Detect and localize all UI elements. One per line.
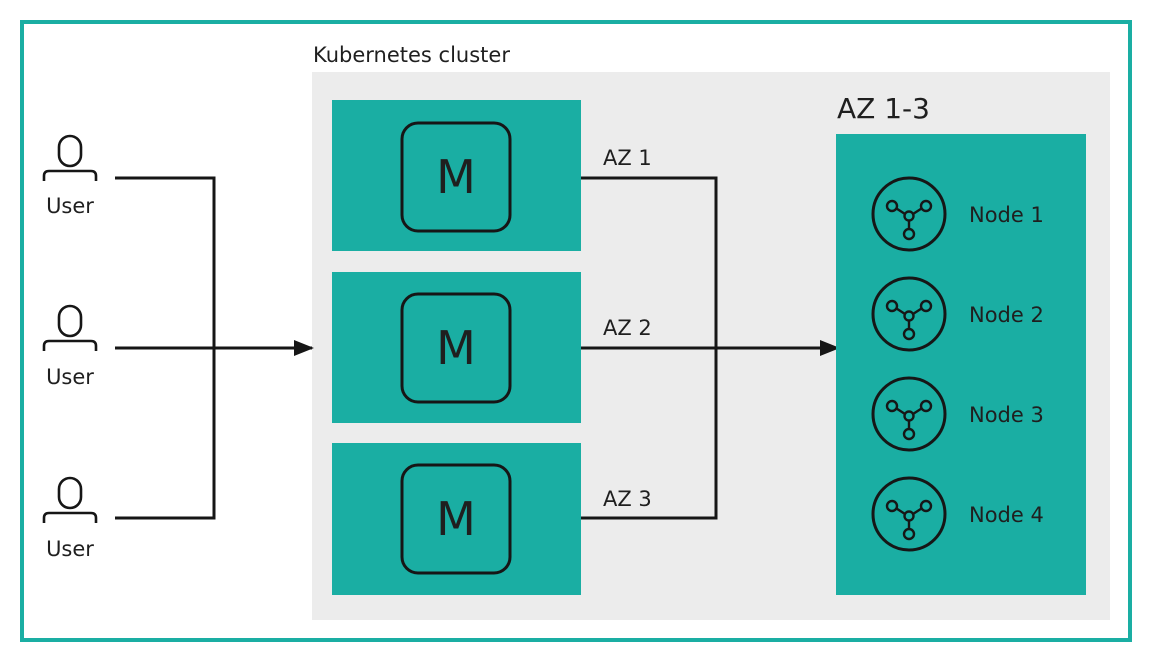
master-box (332, 100, 581, 251)
master-label: M (436, 150, 476, 204)
node-label: Node 1 (969, 203, 1044, 227)
node-group-title: AZ 1-3 (837, 92, 930, 125)
cluster-title: Kubernetes cluster (313, 43, 510, 67)
zone-label-1: AZ 1 (603, 146, 652, 170)
master-icon (400, 292, 512, 404)
node-icon (871, 276, 947, 352)
master-box (332, 443, 581, 595)
node-2: Node 2 (871, 276, 1044, 352)
user-3: User (42, 476, 98, 561)
master-icon (400, 121, 512, 233)
zone-label-2: AZ 2 (603, 316, 652, 340)
node-icon (871, 376, 947, 452)
user-label: User (46, 365, 94, 389)
master-icon (400, 463, 512, 575)
node-label: Node 2 (969, 303, 1044, 327)
node-group-box (836, 134, 1086, 595)
master-1: M (332, 100, 581, 251)
master-box (332, 272, 581, 423)
user-icon (42, 304, 98, 351)
master-label: M (436, 321, 476, 375)
user-label: User (46, 194, 94, 218)
node-1: Node 1 (871, 176, 1044, 252)
master-3: M (332, 443, 581, 595)
user-icon (42, 476, 98, 523)
master-2: M (332, 272, 581, 423)
user-connectors (115, 176, 314, 520)
node-label: Node 3 (969, 403, 1044, 427)
user-icon (42, 134, 98, 181)
node-3: Node 3 (871, 376, 1044, 452)
zone-label-3: AZ 3 (603, 487, 652, 511)
node-icon (871, 176, 947, 252)
user-2: User (42, 304, 98, 389)
node-label: Node 4 (969, 503, 1044, 527)
user-1: User (42, 134, 98, 218)
master-label: M (436, 492, 476, 546)
master-connectors (581, 176, 840, 520)
node-4: Node 4 (871, 476, 1044, 552)
user-label: User (46, 537, 94, 561)
node-icon (871, 476, 947, 552)
